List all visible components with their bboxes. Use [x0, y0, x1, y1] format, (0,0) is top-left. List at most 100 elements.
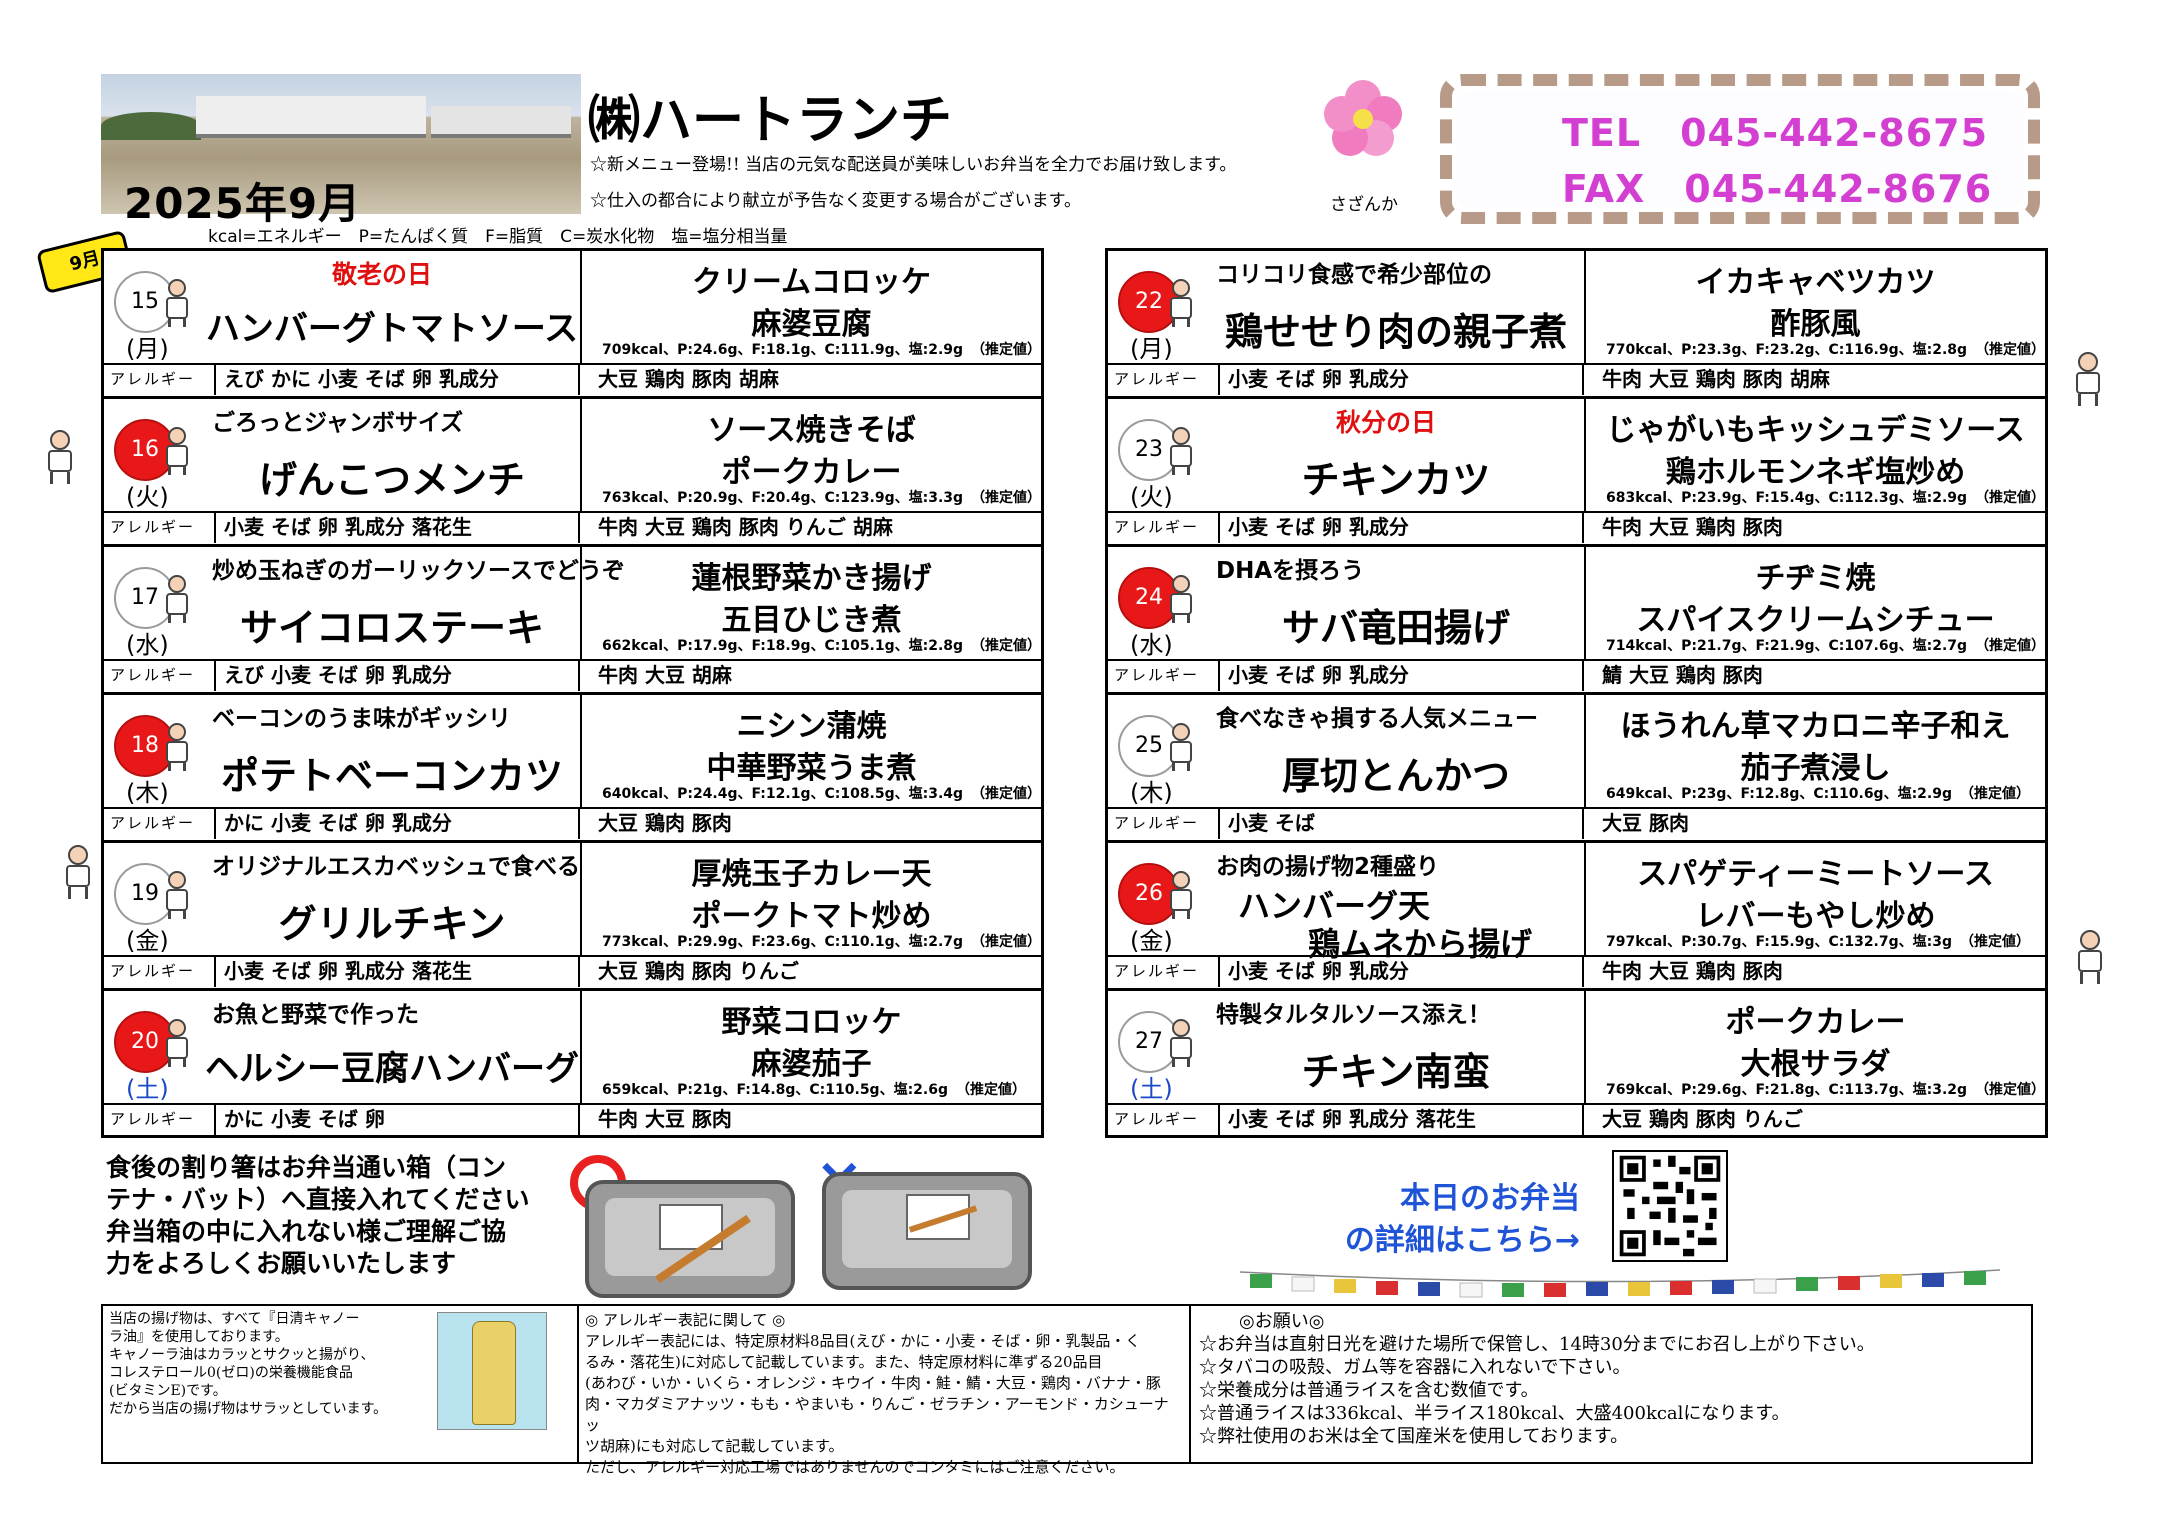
- side-dish-2: ポークカレー: [721, 455, 902, 490]
- allergens-main: 小麦 そば 卵 乳成分: [1224, 513, 1584, 543]
- date-badge: 20: [114, 1011, 176, 1073]
- date-badge: 24: [1118, 567, 1180, 629]
- side-dish-1: じゃがいもキッシュデミソース: [1606, 413, 2025, 448]
- oil-line: だから当店の揚げ物はサラッとしています。: [109, 1401, 388, 1417]
- nutrition-info: 640kcal、P:24.4g、F:12.1g、C:108.5g、塩:3.4g（…: [602, 783, 1041, 803]
- runner-decoration-icon: [58, 845, 98, 901]
- qr-code[interactable]: [1612, 1150, 1728, 1262]
- nutrition-values: 763kcal、P:20.9g、F:20.4g、C:123.9g、塩:3.3g: [602, 490, 964, 506]
- runner-icon: [160, 427, 194, 475]
- main-dish: グリルチキン: [278, 902, 506, 946]
- allergens-main: えび かに 小麦 そば 卵 乳成分: [220, 365, 580, 395]
- runner-icon: [160, 575, 194, 623]
- estimate-label: （推定値）: [1975, 1082, 2046, 1098]
- estimate-label: （推定値）: [971, 490, 1042, 506]
- nutrition-values: 770kcal、P:23.3g、F:23.2g、C:116.9g、塩:2.8g: [1606, 342, 1968, 358]
- qr-caption: 本日のお弁当 の詳細はこちら→: [1290, 1178, 1580, 1262]
- canola-oil-bottle-image: [437, 1312, 547, 1430]
- main-dish: ヘルシー豆腐ハンバーグ: [205, 1049, 579, 1089]
- allergens-sub: 大豆 鶏肉 豚肉: [598, 811, 732, 835]
- estimate-label: （推定値）: [971, 786, 1042, 802]
- side-dish-1: イカキャベツカツ: [1695, 265, 1936, 300]
- dish-tagline: お肉の揚げ物2種盛り: [1216, 854, 1440, 880]
- contact-panel: TEL 045-442-8675 FAX 045-442-8676: [1440, 74, 2040, 224]
- allergens-main: かに 小麦 そば 卵: [220, 1105, 580, 1135]
- runner-icon: [1164, 871, 1198, 919]
- allergens-sub: 鯖 大豆 鶏肉 豚肉: [1602, 663, 1763, 687]
- flag-garland-icon: [1240, 1269, 2000, 1298]
- nutrition-info: 773kcal、P:29.9g、F:23.6g、C:110.1g、塩:2.7g（…: [602, 931, 1041, 951]
- dish-tagline: オリジナルエスカベッシュで食べる: [212, 854, 580, 880]
- request-line: ☆タバコの吸殻、ガム等を容器に入れないで下さい。: [1199, 1357, 1631, 1378]
- main-dish: ハンバーグトマトソース: [205, 309, 579, 349]
- weekday-label: (火): [126, 483, 169, 511]
- dish-tagline: お魚と野菜で作った: [212, 1002, 419, 1028]
- allergens-main: えび 小麦 そば 卵 乳成分: [220, 661, 580, 691]
- nutrition-info: 770kcal、P:23.3g、F:23.2g、C:116.9g、塩:2.8g（…: [1606, 339, 2045, 359]
- allergy-label: アレルギー: [1108, 661, 1220, 691]
- weekday-label: (土): [1130, 1075, 1173, 1103]
- side-dish-2: 大根サラダ: [1740, 1047, 1891, 1082]
- main-dish: ポテトベーコンカツ: [220, 754, 563, 798]
- request-line: ☆栄養成分は普通ライスを含む数値です。: [1199, 1380, 1539, 1401]
- main-dish: 鶏せせり肉の親子煮: [1224, 310, 1567, 354]
- allergens-sub: 牛肉 大豆 鶏肉 豚肉: [1602, 959, 1783, 983]
- chopsticks-notice: 食後の割り箸はお弁当通い箱（コン テナ・バット）へ直接入れてください 弁当箱の中…: [106, 1152, 576, 1280]
- allergy-notice: ◎ アレルギー表記に関して ◎ アレルギー表記には、特定原材料8品目(えび・かに…: [579, 1306, 1191, 1476]
- side-dish-1: ニシン蒲焼: [736, 709, 887, 744]
- runner-icon: [1164, 723, 1198, 771]
- date-badge: 25: [1118, 715, 1180, 777]
- oil-line: コレステロール0(ゼロ)の栄養機能食品: [109, 1365, 353, 1381]
- nutrition-values: 649kcal、P:23g、F:12.8g、C:110.6g、塩:2.9g: [1606, 786, 1953, 802]
- allergy-notice-line: アレルギー表記には、特定原材料8品目(えび・かに・小麦・そば・卵・乳製品・く: [585, 1332, 1141, 1350]
- tel-number[interactable]: TEL 045-442-8675: [1562, 111, 1989, 155]
- dish-tagline: 敬老の日: [331, 260, 432, 289]
- runner-icon: [160, 1019, 194, 1067]
- allergy-notice-line: (あわび・いか・いくら・オレンジ・キウイ・牛肉・鮭・鯖・大豆・鶏肉・バナナ・豚: [585, 1374, 1161, 1392]
- info-box: 当店の揚げ物は、すべて『日清キャノー ラ油』を使用しております。 キャノーラ油は…: [101, 1304, 2033, 1476]
- weekday-label: (金): [1130, 927, 1173, 955]
- nutrition-info: 709kcal、P:24.6g、F:18.1g、C:111.9g、塩:2.9g（…: [602, 339, 1041, 359]
- side-dish-2: 茄子煮浸し: [1740, 751, 1891, 786]
- runner-decoration-icon: [40, 430, 80, 486]
- date-badge: 27: [1118, 1011, 1180, 1073]
- qr-caption-line: 本日のお弁当: [1400, 1181, 1580, 1216]
- allergy-notice-title: ◎ アレルギー表記に関して ◎: [585, 1311, 786, 1329]
- allergy-label: アレルギー: [104, 365, 216, 395]
- allergens-sub: 牛肉 大豆 鶏肉 豚肉 胡麻: [1602, 367, 1830, 391]
- allergy-notice-line: るみ・落花生)に対応して記載しています。また、特定原材料に準ずる20品目: [585, 1353, 1103, 1371]
- nutrition-info: 662kcal、P:17.9g、F:18.9g、C:105.1g、塩:2.8g（…: [602, 635, 1041, 655]
- nutrition-info: 649kcal、P:23g、F:12.8g、C:110.6g、塩:2.9g（推定…: [1606, 783, 2030, 803]
- tray-correct-image: [585, 1180, 795, 1298]
- allergy-notice-line: 肉・マカダミアナッツ・もも・やまいも・りんご・ゼラチン・アーモンド・カシューナッ: [585, 1395, 1169, 1434]
- runner-decoration-icon: [2068, 352, 2108, 408]
- allergens-sub: 大豆 鶏肉 豚肉 りんご: [1602, 1107, 1803, 1131]
- weekday-label: (土): [126, 1075, 169, 1103]
- runner-icon: [1164, 427, 1198, 475]
- date-badge: 15: [114, 271, 176, 333]
- allergy-label: アレルギー: [1108, 513, 1220, 543]
- allergens-sub: 牛肉 大豆 鶏肉 豚肉 りんご 胡麻: [598, 515, 893, 539]
- request-line: ☆弊社使用のお米は全て国産米を使用しております。: [1199, 1426, 1629, 1447]
- main-dish: サバ竜田揚げ: [1281, 606, 1510, 650]
- oil-line: ラ油』を使用しております。: [109, 1329, 289, 1345]
- sasanqua-flower-icon: [1324, 80, 1402, 156]
- main-dish: ハンバーグ天: [1238, 887, 1431, 925]
- company-name: ㈱ハートランチ: [588, 91, 953, 151]
- tray-wrong-image: [822, 1172, 1032, 1290]
- allergy-label: アレルギー: [104, 1105, 216, 1135]
- chopsticks-line: 力をよろしくお願いいたします: [106, 1249, 457, 1278]
- day-block-26: 26(金)お肉の揚げ物2種盛りハンバーグ天鶏ムネから揚げスパゲティーミートソース…: [1108, 843, 2045, 991]
- main-dish: サイコロステーキ: [239, 606, 544, 650]
- weekday-label: (月): [126, 335, 169, 363]
- runner-icon: [160, 279, 194, 327]
- main-dish: げんこつメンチ: [258, 458, 525, 502]
- side-dish-1: ポークカレー: [1725, 1005, 1906, 1040]
- runner-decoration-icon: [2070, 930, 2110, 986]
- nutrition-info: 714kcal、P:21.7g、F:21.9g、C:107.6g、塩:2.7g（…: [1606, 635, 2045, 655]
- side-dish-1: クリームコロッケ: [691, 265, 932, 300]
- side-dish-2: 酢豚風: [1770, 307, 1861, 342]
